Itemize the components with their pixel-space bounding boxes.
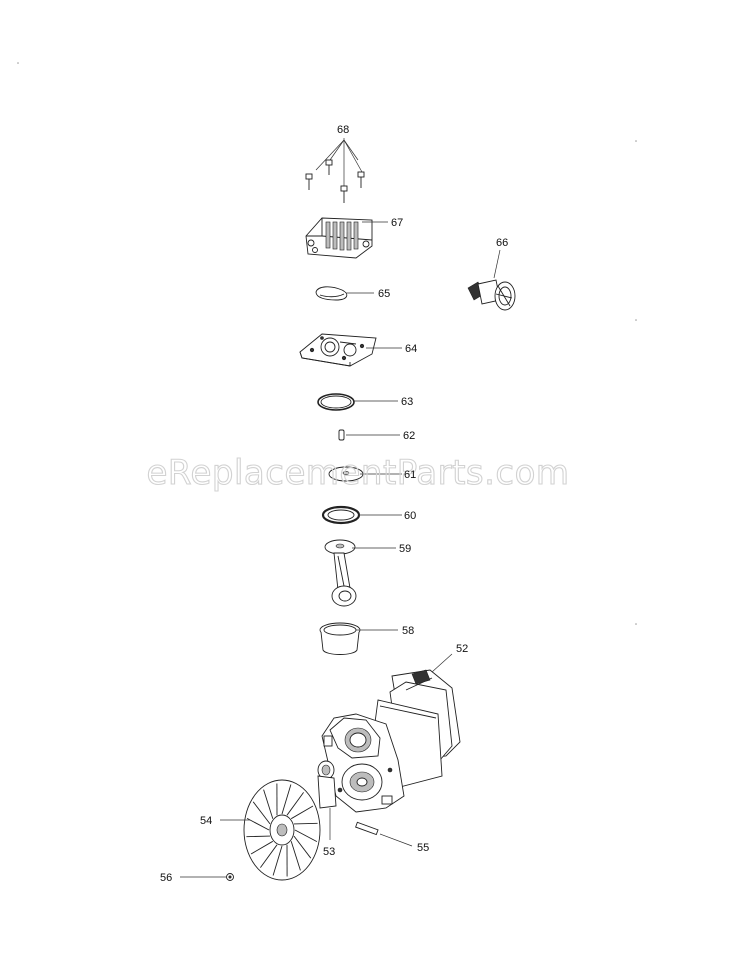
fan-blade — [290, 841, 301, 871]
label-62[interactable]: 62 — [403, 430, 415, 442]
part-66-fitting[interactable] — [467, 249, 516, 311]
label-56[interactable]: 56 — [160, 872, 172, 884]
fan-blade — [281, 784, 292, 815]
fan-blade — [293, 835, 312, 859]
label-55[interactable]: 55 — [417, 842, 429, 854]
part-labels: 68 67 66 65 64 63 62 61 60 59 58 52 54 5… — [160, 124, 508, 884]
part-52-crankcase[interactable] — [321, 653, 461, 813]
part-68-bolts[interactable] — [305, 138, 365, 203]
fan-blade — [286, 792, 304, 816]
part-61-disc[interactable] — [328, 466, 402, 482]
part-65-gasket[interactable] — [315, 286, 374, 301]
part-64-valve-plate[interactable] — [299, 333, 402, 367]
scan-specks — [17, 62, 637, 625]
part-62-pin[interactable] — [338, 429, 400, 441]
part-53-bracket[interactable] — [317, 760, 337, 840]
label-54[interactable]: 54 — [200, 815, 212, 827]
label-64[interactable]: 64 — [405, 343, 417, 355]
label-58[interactable]: 58 — [402, 625, 414, 637]
label-53[interactable]: 53 — [323, 846, 335, 858]
label-65[interactable]: 65 — [378, 288, 390, 300]
fan-blade — [252, 801, 271, 825]
label-61[interactable]: 61 — [404, 469, 416, 481]
label-66[interactable]: 66 — [496, 237, 508, 249]
fan-blade — [250, 840, 274, 855]
label-60[interactable]: 60 — [404, 510, 416, 522]
fan-blade — [272, 845, 283, 876]
part-58-sleeve[interactable] — [319, 622, 398, 655]
part-60-seal-ring[interactable] — [321, 505, 402, 525]
part-63-o-ring[interactable] — [317, 393, 398, 411]
fan-blade — [260, 844, 278, 868]
fan-blade — [246, 818, 270, 831]
watermark: eReplacementParts.com — [146, 453, 569, 493]
part-59-connecting-rod[interactable] — [324, 539, 396, 607]
label-68[interactable]: 68 — [337, 124, 349, 136]
label-67[interactable]: 67 — [391, 217, 403, 229]
part-56-screw[interactable] — [180, 873, 234, 881]
label-63[interactable]: 63 — [401, 396, 413, 408]
fan-blade — [263, 789, 274, 819]
fan-blade — [294, 829, 318, 842]
part-67-cylinder-head[interactable] — [305, 217, 388, 259]
part-54-fan[interactable] — [220, 779, 321, 881]
label-52[interactable]: 52 — [456, 643, 468, 655]
fan-blade — [290, 805, 314, 820]
fan-blade — [246, 835, 271, 838]
fan-blade — [293, 822, 318, 825]
part-55-shaft-pin[interactable] — [355, 821, 413, 847]
label-59[interactable]: 59 — [399, 543, 411, 555]
